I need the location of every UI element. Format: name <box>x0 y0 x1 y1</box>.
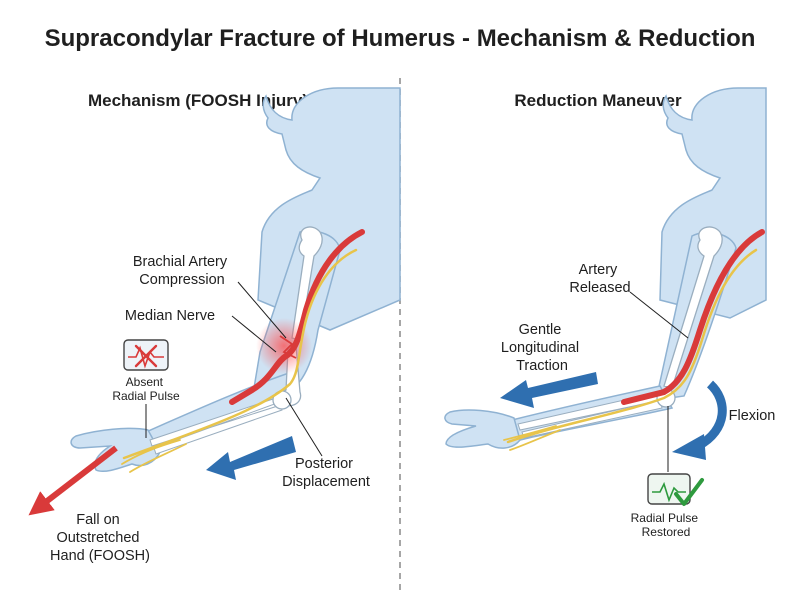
median-nerve-label: Median Nerve <box>125 308 215 324</box>
flexion-label: Flexion <box>729 408 776 424</box>
ecg-check-icon <box>647 473 704 506</box>
right-panel-heading: Reduction Maneuver <box>514 91 682 110</box>
crossed-pulse-icon <box>123 339 169 371</box>
artery-released-label: Artery Released <box>569 262 630 296</box>
left-brachial-artery <box>229 229 365 405</box>
left-median-nerve-branch <box>121 439 187 473</box>
left-median-nerve <box>122 248 358 460</box>
right-figure <box>444 87 767 451</box>
posterior-displacement-label: Posterior Displacement <box>282 456 370 490</box>
right-median-nerve <box>506 248 758 444</box>
flexion-arrow-head <box>672 434 706 460</box>
absent-pulse-label: Absent Radial Pulse <box>112 375 180 403</box>
posterior-displacement-arrow <box>206 436 296 480</box>
leader-artery-released <box>629 291 689 339</box>
leader-posterior-displacement <box>285 397 323 457</box>
left-panel-heading: Mechanism (FOOSH Injury) <box>88 91 308 110</box>
leader-artery-compression <box>237 281 287 339</box>
leader-median-nerve <box>231 315 277 353</box>
right-median-nerve-branch <box>503 425 561 451</box>
right-humerus-bone <box>663 226 723 389</box>
left-figure <box>70 87 401 473</box>
flexion-arrow-shaft <box>695 380 727 450</box>
fall-label: Fall on Outstretched Hand (FOOSH) <box>50 512 150 564</box>
traction-label: Gentle Longitudinal Traction <box>501 322 583 374</box>
artery-compression-label: Brachial Artery Compression <box>133 254 231 288</box>
left-fracture-line <box>279 335 297 359</box>
right-brachial-artery <box>621 229 765 405</box>
fall-force-arrow <box>28 445 118 516</box>
traction-arrow <box>500 372 598 408</box>
right-hand <box>444 409 521 449</box>
pulse-restored-label: Radial Pulse Restored <box>631 511 702 539</box>
page-title: Supracondylar Fracture of Humerus - Mech… <box>45 25 756 52</box>
left-humerus-bone <box>291 226 323 341</box>
